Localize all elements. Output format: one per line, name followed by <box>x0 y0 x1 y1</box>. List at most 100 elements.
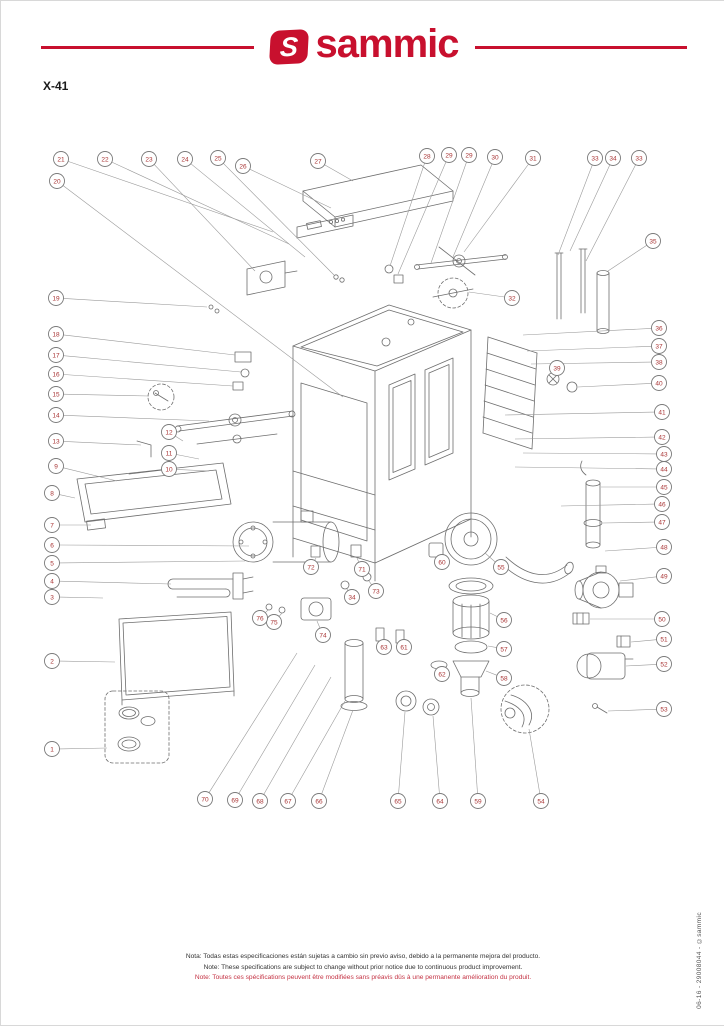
svg-text:15: 15 <box>52 391 60 398</box>
svg-text:61: 61 <box>400 644 408 651</box>
svg-text:32: 32 <box>508 295 516 302</box>
svg-text:45: 45 <box>660 484 668 491</box>
boiler <box>233 511 339 562</box>
svg-text:27: 27 <box>314 158 322 165</box>
callout-66: 66 <box>312 710 354 809</box>
footer-note-fr: Note: Toutes ces spécifications peuvent … <box>1 973 724 983</box>
callout-11: 11 <box>162 446 200 461</box>
svg-text:30: 30 <box>491 154 499 161</box>
rack-rails <box>483 337 537 449</box>
svg-text:1: 1 <box>50 746 54 753</box>
callout-5: 5 <box>45 556 246 571</box>
svg-text:14: 14 <box>52 412 60 419</box>
svg-text:33: 33 <box>591 155 599 162</box>
callout-55: 55 <box>485 553 509 575</box>
svg-text:17: 17 <box>52 352 60 359</box>
svg-text:62: 62 <box>438 671 446 678</box>
o-ring-kit <box>105 691 169 763</box>
callout-65: 65 <box>391 712 406 809</box>
svg-text:53: 53 <box>660 706 668 713</box>
callout-19: 19 <box>49 291 208 308</box>
svg-text:36: 36 <box>655 325 663 332</box>
callout-30: 30 <box>453 150 503 258</box>
standpipe <box>581 461 602 548</box>
callout-45: 45 <box>601 480 672 495</box>
svg-text:40: 40 <box>655 380 663 387</box>
svg-text:26: 26 <box>239 163 247 170</box>
callout-75: 75 <box>267 613 283 630</box>
svg-text:5: 5 <box>50 560 54 567</box>
callout-44: 44 <box>515 462 672 477</box>
svg-text:6: 6 <box>50 542 54 549</box>
svg-text:31: 31 <box>529 155 537 162</box>
callout-6: 6 <box>45 538 250 553</box>
callout-70: 70 <box>198 653 298 807</box>
svg-text:49: 49 <box>660 573 668 580</box>
footer-note-es: Nota: Todas estas especificaciones están… <box>1 952 724 962</box>
svg-text:2: 2 <box>50 658 54 665</box>
svg-text:46: 46 <box>658 501 666 508</box>
callout-10: 10 <box>162 462 210 477</box>
document-reference-side-note: 06-16 - 29008044 - ©sammic <box>696 912 703 1009</box>
callout-37: 37 <box>527 339 667 354</box>
svg-text:34: 34 <box>609 155 617 162</box>
svg-text:71: 71 <box>358 566 366 573</box>
hose <box>503 557 575 583</box>
svg-text:7: 7 <box>50 522 54 529</box>
callout-20: 20 <box>50 174 344 398</box>
callout-41: 41 <box>505 405 670 420</box>
callout-9: 9 <box>49 459 118 482</box>
callout-29: 29 <box>431 148 477 264</box>
svg-text:28: 28 <box>423 153 431 160</box>
drain-valve <box>341 640 367 711</box>
svg-text:44: 44 <box>660 466 668 473</box>
svg-text:20: 20 <box>53 178 61 185</box>
callout-40: 40 <box>578 376 667 391</box>
callout-54: 54 <box>529 729 549 809</box>
svg-text:75: 75 <box>270 619 278 626</box>
svg-text:34: 34 <box>348 594 356 601</box>
svg-text:13: 13 <box>52 438 60 445</box>
svg-text:58: 58 <box>500 675 508 682</box>
svg-text:39: 39 <box>553 365 561 372</box>
svg-text:55: 55 <box>497 564 505 571</box>
drain-pump <box>577 653 633 713</box>
svg-text:59: 59 <box>474 798 482 805</box>
callout-47: 47 <box>603 515 670 530</box>
callout-7: 7 <box>45 518 92 533</box>
callout-63: 63 <box>377 640 392 655</box>
callout-27: 27 <box>311 154 354 182</box>
upper-wash-arm <box>415 247 508 308</box>
svg-text:38: 38 <box>655 359 663 366</box>
callout-58: 58 <box>486 671 512 686</box>
callout-33: 33 <box>558 151 603 256</box>
callout-48: 48 <box>605 540 672 555</box>
callout-1: 1 <box>45 742 108 757</box>
svg-text:56: 56 <box>500 617 508 624</box>
callout-14: 14 <box>49 408 210 423</box>
svg-text:12: 12 <box>165 429 173 436</box>
callout-67: 67 <box>281 701 346 809</box>
svg-text:3: 3 <box>50 594 54 601</box>
lower-wash-arm <box>175 411 295 444</box>
callout-8: 8 <box>45 486 76 501</box>
drain-fittings <box>573 613 630 647</box>
misc-small-parts <box>209 275 577 392</box>
callout-53: 53 <box>608 702 672 717</box>
svg-text:37: 37 <box>655 343 663 350</box>
svg-text:65: 65 <box>394 798 402 805</box>
footer-note-en: Note: These specifications are subject t… <box>1 963 724 973</box>
detergent-doser <box>247 261 297 295</box>
svg-text:60: 60 <box>438 559 446 566</box>
callout-72: 72 <box>304 558 319 575</box>
svg-text:43: 43 <box>660 451 668 458</box>
callout-73: 73 <box>369 581 384 599</box>
svg-text:4: 4 <box>50 578 54 585</box>
svg-text:63: 63 <box>380 644 388 651</box>
callout-62: 62 <box>435 667 450 682</box>
callout-33: 33 <box>586 151 647 262</box>
door-panel <box>77 463 231 530</box>
svg-text:48: 48 <box>660 544 668 551</box>
